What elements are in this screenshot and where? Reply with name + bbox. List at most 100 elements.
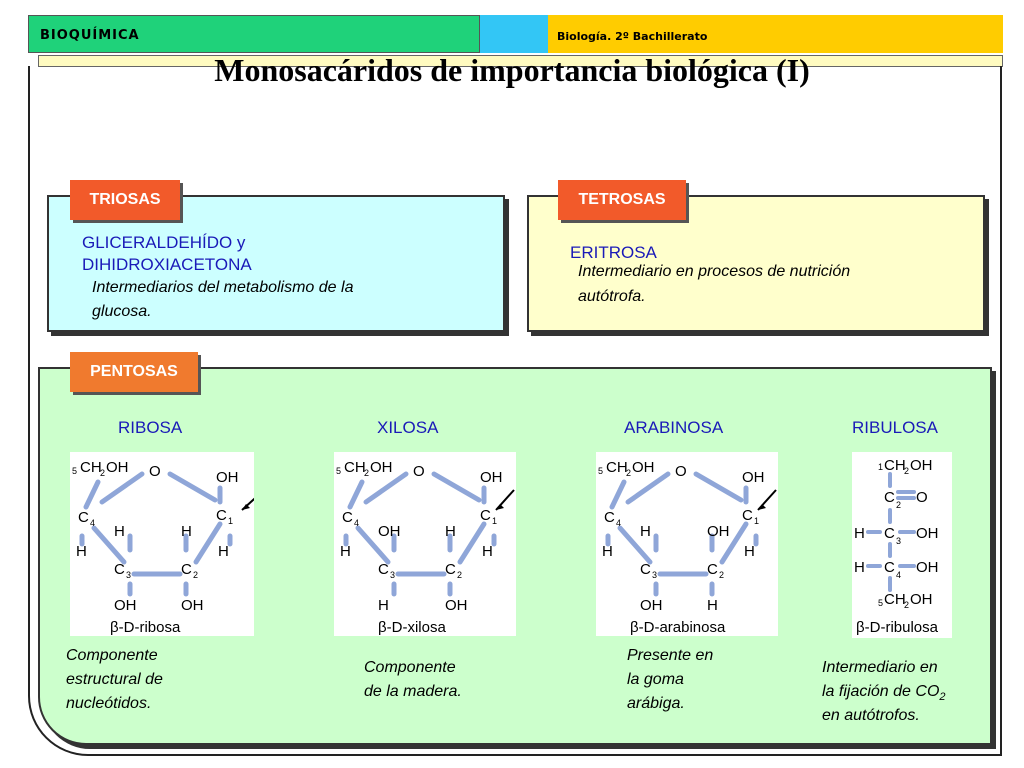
svg-text:OH: OH bbox=[114, 597, 137, 614]
ribosa-desc-line2: estructural de bbox=[66, 671, 163, 688]
svg-text:C: C bbox=[707, 561, 718, 578]
ribosa-ring-oxygen: O bbox=[149, 463, 161, 480]
header-title: BIOQUÍMICA bbox=[40, 28, 140, 43]
tetrosas-panel: ERITROSA Intermediario en procesos de nu… bbox=[527, 195, 985, 332]
svg-text:H: H bbox=[640, 523, 651, 540]
svg-text:H: H bbox=[378, 597, 389, 614]
svg-text:2: 2 bbox=[896, 500, 901, 510]
xilosa-name: XILOSA bbox=[377, 418, 439, 437]
svg-text:C: C bbox=[378, 561, 389, 578]
svg-text:3: 3 bbox=[126, 570, 131, 580]
svg-text:C: C bbox=[342, 509, 353, 526]
svg-text:1: 1 bbox=[878, 462, 883, 472]
svg-text:1: 1 bbox=[228, 516, 233, 526]
header-course-label bbox=[548, 15, 1003, 53]
ribulosa-caption: β-D-ribulosa bbox=[856, 619, 939, 636]
ribosa-structure: 5 CH 2 OH O OH C 4 C 1 H H H H C 3 C 2 O… bbox=[70, 452, 254, 636]
svg-text:OH: OH bbox=[916, 525, 939, 542]
svg-text:3: 3 bbox=[390, 570, 395, 580]
svg-text:O: O bbox=[413, 463, 425, 480]
svg-text:4: 4 bbox=[896, 570, 901, 580]
svg-text:5: 5 bbox=[336, 466, 341, 476]
svg-text:OH: OH bbox=[445, 597, 468, 614]
header-underline bbox=[38, 55, 1003, 67]
svg-text:C: C bbox=[742, 507, 753, 524]
svg-text:OH: OH bbox=[480, 469, 503, 486]
ribosa-caption: β-D-ribosa bbox=[110, 619, 181, 636]
ribulosa-name: RIBULOSA bbox=[852, 418, 938, 437]
svg-text:2: 2 bbox=[626, 468, 631, 478]
svg-text:OH: OH bbox=[106, 459, 129, 476]
svg-text:OH: OH bbox=[707, 523, 730, 540]
svg-text:O: O bbox=[916, 489, 928, 506]
svg-text:H: H bbox=[707, 597, 718, 614]
arabinosa-name: ARABINOSA bbox=[624, 418, 724, 437]
svg-text:H: H bbox=[482, 543, 493, 560]
svg-text:C: C bbox=[480, 507, 491, 524]
svg-text:CH: CH bbox=[884, 457, 906, 474]
triosas-desc-line2: glucosa. bbox=[92, 303, 152, 320]
xilosa-desc-line1: Componente bbox=[364, 659, 456, 676]
svg-text:C: C bbox=[884, 489, 895, 506]
header-accent bbox=[480, 15, 548, 53]
arabinosa-caption: β-D-arabinosa bbox=[630, 619, 726, 636]
svg-text:C: C bbox=[640, 561, 651, 578]
tetrosas-desc-line1: Intermediario en procesos de nutrición bbox=[578, 263, 851, 280]
svg-text:H: H bbox=[445, 523, 456, 540]
svg-text:OH: OH bbox=[742, 469, 765, 486]
svg-text:OH: OH bbox=[632, 459, 655, 476]
svg-text:C: C bbox=[114, 561, 125, 578]
svg-text:2: 2 bbox=[719, 570, 724, 580]
svg-text:C: C bbox=[181, 561, 192, 578]
tetrosas-name: ERITROSA bbox=[570, 243, 657, 262]
svg-text:C: C bbox=[884, 559, 895, 576]
svg-text:2: 2 bbox=[193, 570, 198, 580]
svg-text:H: H bbox=[744, 543, 755, 560]
ribosa-desc-line3: nucleótidos. bbox=[66, 695, 152, 712]
svg-text:2: 2 bbox=[364, 468, 369, 478]
triosas-name-line1: GLICERALDEHÍDO y bbox=[82, 233, 246, 252]
svg-text:H: H bbox=[76, 543, 87, 560]
arabinosa-desc-line2: la goma bbox=[627, 671, 684, 688]
arabinosa-desc-line1: Presente en bbox=[627, 647, 714, 664]
triosas-name-line2: DIHIDROXIACETONA bbox=[82, 255, 252, 274]
svg-text:OH: OH bbox=[378, 523, 401, 540]
svg-text:O: O bbox=[675, 463, 687, 480]
content-frame bbox=[28, 66, 1002, 756]
header-section-label bbox=[28, 15, 480, 53]
ribosa-c5-number: 5 bbox=[72, 466, 77, 476]
ribulosa-structure: 1 CH 2 OH C 2 O H C 3 OH H C 4 OH 5 CH 2… bbox=[852, 452, 952, 638]
svg-text:H: H bbox=[181, 523, 192, 540]
pentosas-tag: PENTOSAS bbox=[70, 352, 198, 392]
svg-text:1: 1 bbox=[492, 516, 497, 526]
svg-text:C: C bbox=[884, 525, 895, 542]
ribosa-desc-line1: Componente bbox=[66, 647, 158, 664]
svg-text:2: 2 bbox=[457, 570, 462, 580]
svg-text:H: H bbox=[218, 543, 229, 560]
svg-text:H: H bbox=[854, 525, 865, 542]
svg-text:H: H bbox=[602, 543, 613, 560]
svg-text:4: 4 bbox=[90, 518, 95, 528]
svg-text:4: 4 bbox=[616, 518, 621, 528]
ribulosa-desc-line2: la fijación de CO2 bbox=[822, 683, 946, 704]
svg-text:2: 2 bbox=[100, 468, 105, 478]
page-title: Monosacáridos de importancia biológica (… bbox=[214, 52, 810, 88]
svg-text:2: 2 bbox=[904, 600, 909, 610]
arabinosa-structure: 5 CH 2 OH O OH C 4 C 1 H OH H H C 3 C 2 … bbox=[596, 452, 778, 636]
ribulosa-desc-line1: Intermediario en bbox=[822, 659, 938, 676]
svg-text:5: 5 bbox=[598, 466, 603, 476]
header-course: Biología. 2º Bachillerato bbox=[557, 30, 708, 43]
svg-text:OH: OH bbox=[216, 469, 239, 486]
triosas-desc-line1: Intermediarios del metabolismo de la bbox=[92, 279, 354, 296]
svg-text:3: 3 bbox=[652, 570, 657, 580]
svg-text:2: 2 bbox=[904, 466, 909, 476]
svg-text:OH: OH bbox=[910, 591, 933, 608]
svg-text:OH: OH bbox=[370, 459, 393, 476]
svg-text:H: H bbox=[340, 543, 351, 560]
svg-text:1: 1 bbox=[754, 516, 759, 526]
svg-text:4: 4 bbox=[354, 518, 359, 528]
xilosa-structure: 5 CH 2 OH O OH C 4 C 1 OH H H H C 3 C 2 … bbox=[334, 452, 516, 636]
tetrosas-desc-line2: autótrofa. bbox=[578, 288, 646, 305]
svg-text:OH: OH bbox=[181, 597, 204, 614]
svg-text:H: H bbox=[854, 559, 865, 576]
